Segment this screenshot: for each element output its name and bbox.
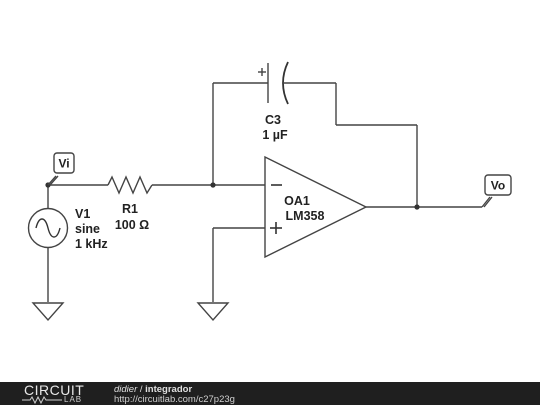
noninverting-wire [212, 227, 265, 302]
junction-inverting [210, 182, 216, 188]
input-wire [47, 184, 108, 302]
credit-line: didier / integrador [114, 384, 192, 395]
probe-vo[interactable]: Vo [481, 174, 512, 208]
feedback-wire [284, 82, 418, 207]
resistor-name-label: R1 [122, 202, 138, 216]
ground-symbol-right [196, 302, 230, 322]
source-frequency-label: 1 kHz [75, 237, 108, 251]
resistor-r1[interactable] [107, 175, 153, 195]
opamp-name-label: OA1 [284, 194, 310, 208]
capacitor-c3[interactable] [258, 61, 289, 105]
junction-output [414, 204, 420, 210]
capacitor-name-label: C3 [265, 113, 281, 127]
source-type-label: sine [75, 222, 100, 236]
author-link[interactable]: didier [114, 384, 138, 395]
ground-symbol-left [31, 302, 65, 322]
resistor-value-label: 100 Ω [115, 218, 149, 232]
circuit-url[interactable]: http://circuitlab.com/c27p23g [114, 394, 235, 405]
source-name-label: V1 [75, 207, 90, 221]
logo-lab: LAB [64, 395, 83, 404]
opamp-part-label: LM358 [286, 209, 325, 223]
capacitor-value-label: 1 µF [262, 128, 288, 142]
sine-source-v1[interactable] [27, 207, 69, 249]
logo-resistor-icon [22, 396, 62, 404]
probe-vi-label: Vi [58, 157, 69, 171]
opamp-oa1[interactable] [264, 155, 368, 259]
footer-bar: CIRCUIT LAB didier / integrador http://c… [0, 382, 540, 405]
probe-vo-label: Vo [491, 179, 505, 193]
inverting-node-wires [152, 82, 268, 186]
circuit-title[interactable]: integrador [145, 384, 193, 395]
logo-circuit: CIRCUIT [24, 382, 85, 398]
probe-vi[interactable]: Vi [47, 152, 75, 186]
credit-separator: / [137, 384, 146, 395]
